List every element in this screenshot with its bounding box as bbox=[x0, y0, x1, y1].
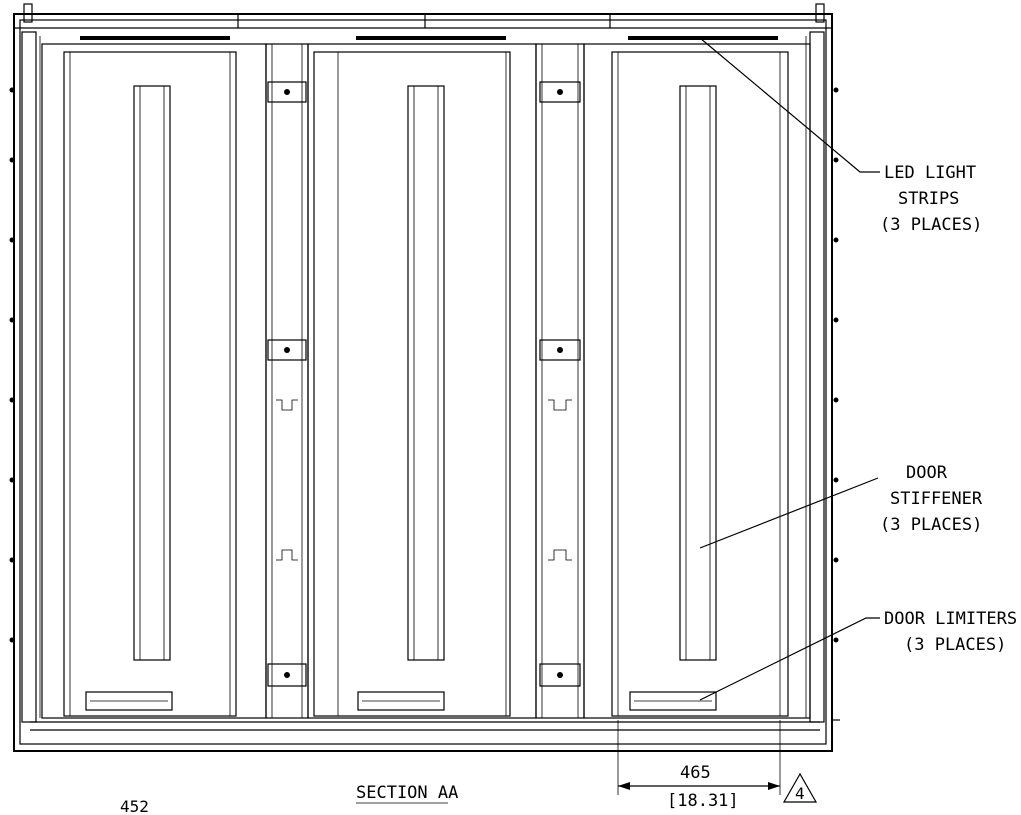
led-light-strips bbox=[80, 36, 778, 40]
revision-number: 4 bbox=[795, 784, 805, 803]
callout-led-line2: STRIPS bbox=[898, 189, 959, 209]
fasteners bbox=[9, 87, 839, 678]
door-group bbox=[41, 43, 267, 719]
callout-stiffener-line2: STIFFENER bbox=[890, 489, 983, 509]
section-title-text: SECTION AA bbox=[356, 783, 458, 803]
dimension-imperial: [18.31] bbox=[667, 791, 739, 811]
callout-stiffener-line3: (3 PLACES) bbox=[880, 515, 982, 535]
callout-led-strips: LED LIGHT STRIPS (3 PLACES) bbox=[880, 163, 982, 235]
page-number: 452 bbox=[120, 797, 149, 815]
leader-lines bbox=[699, 37, 880, 701]
dimension-465: 465 [18.31] bbox=[617, 720, 781, 811]
callout-limiters-line1: DOOR LIMITERS bbox=[884, 609, 1017, 629]
callout-stiffener-line1: DOOR bbox=[906, 463, 948, 483]
callout-door-limiters: DOOR LIMITERS (3 PLACES) bbox=[884, 609, 1017, 655]
outer-frame bbox=[13, 3, 840, 752]
hinge-post bbox=[265, 43, 309, 719]
side-frames bbox=[21, 31, 825, 723]
callout-led-line1: LED LIGHT bbox=[884, 163, 976, 183]
callout-door-stiffener: DOOR STIFFENER (3 PLACES) bbox=[880, 463, 983, 535]
dimension-metric: 465 bbox=[680, 763, 711, 783]
door-group bbox=[307, 43, 537, 719]
callout-led-line3: (3 PLACES) bbox=[880, 215, 982, 235]
section-title: SECTION AA bbox=[356, 783, 458, 804]
door-group bbox=[583, 43, 811, 719]
revision-marker: 4 bbox=[782, 772, 818, 803]
hinge-post bbox=[535, 43, 585, 719]
callout-limiters-line2: (3 PLACES) bbox=[904, 635, 1006, 655]
